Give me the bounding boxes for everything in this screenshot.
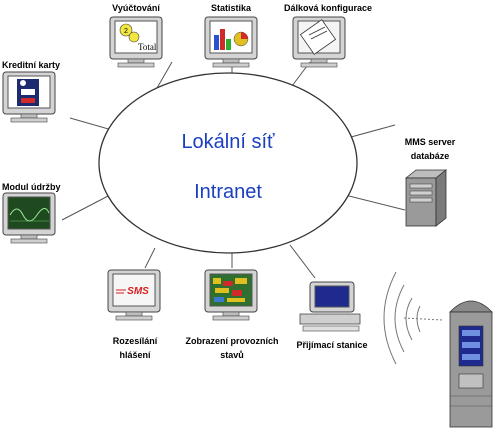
label-operating-status-line1: Zobrazení provozních xyxy=(185,336,279,346)
link-mms-lower xyxy=(344,194,406,211)
label-sms-line2: hlášení xyxy=(119,350,151,360)
svg-text:SMS: SMS xyxy=(127,286,149,297)
receiving-station-computer xyxy=(299,281,361,332)
svg-text:Total: Total xyxy=(138,42,157,52)
network-title-lan: Lokální síť xyxy=(181,131,275,153)
statistics-monitor xyxy=(204,16,258,68)
maintenance-monitor xyxy=(2,192,56,244)
label-billing: Vyúčtování xyxy=(112,3,160,13)
label-receiving-station: Přijímací stanice xyxy=(296,340,368,350)
network-title-intranet: Intranet xyxy=(194,181,262,203)
label-operating-status-line2: stavů xyxy=(220,350,244,360)
link-sms xyxy=(144,247,156,269)
measuring-column xyxy=(449,300,493,428)
link-receiving-station xyxy=(289,244,316,279)
link-maintenance xyxy=(61,194,111,221)
svg-text:2: 2 xyxy=(124,28,128,35)
link-credit-cards xyxy=(69,117,113,131)
label-statistics: Statistika xyxy=(210,3,252,13)
wireless-signal xyxy=(383,271,443,365)
label-remote-config: Dálková konfigurace xyxy=(283,3,373,13)
lan-ellipse xyxy=(98,72,358,254)
remote-config-monitor xyxy=(292,16,346,68)
label-mms-server-line1: MMS server xyxy=(404,137,456,147)
label-credit-cards: Kreditní karty xyxy=(2,60,61,70)
billing-monitor: 2 Total xyxy=(109,16,163,68)
link-billing xyxy=(156,61,173,89)
label-sms-line1: Rozesílání xyxy=(112,336,158,346)
label-maintenance: Modul údržby xyxy=(2,182,61,192)
operating-status-monitor xyxy=(204,269,258,321)
mms-server-tower xyxy=(404,169,448,227)
sms-monitor: SMS xyxy=(107,269,161,321)
credit-cards-monitor xyxy=(2,71,56,123)
label-mms-server-line2: databáze xyxy=(410,151,450,161)
